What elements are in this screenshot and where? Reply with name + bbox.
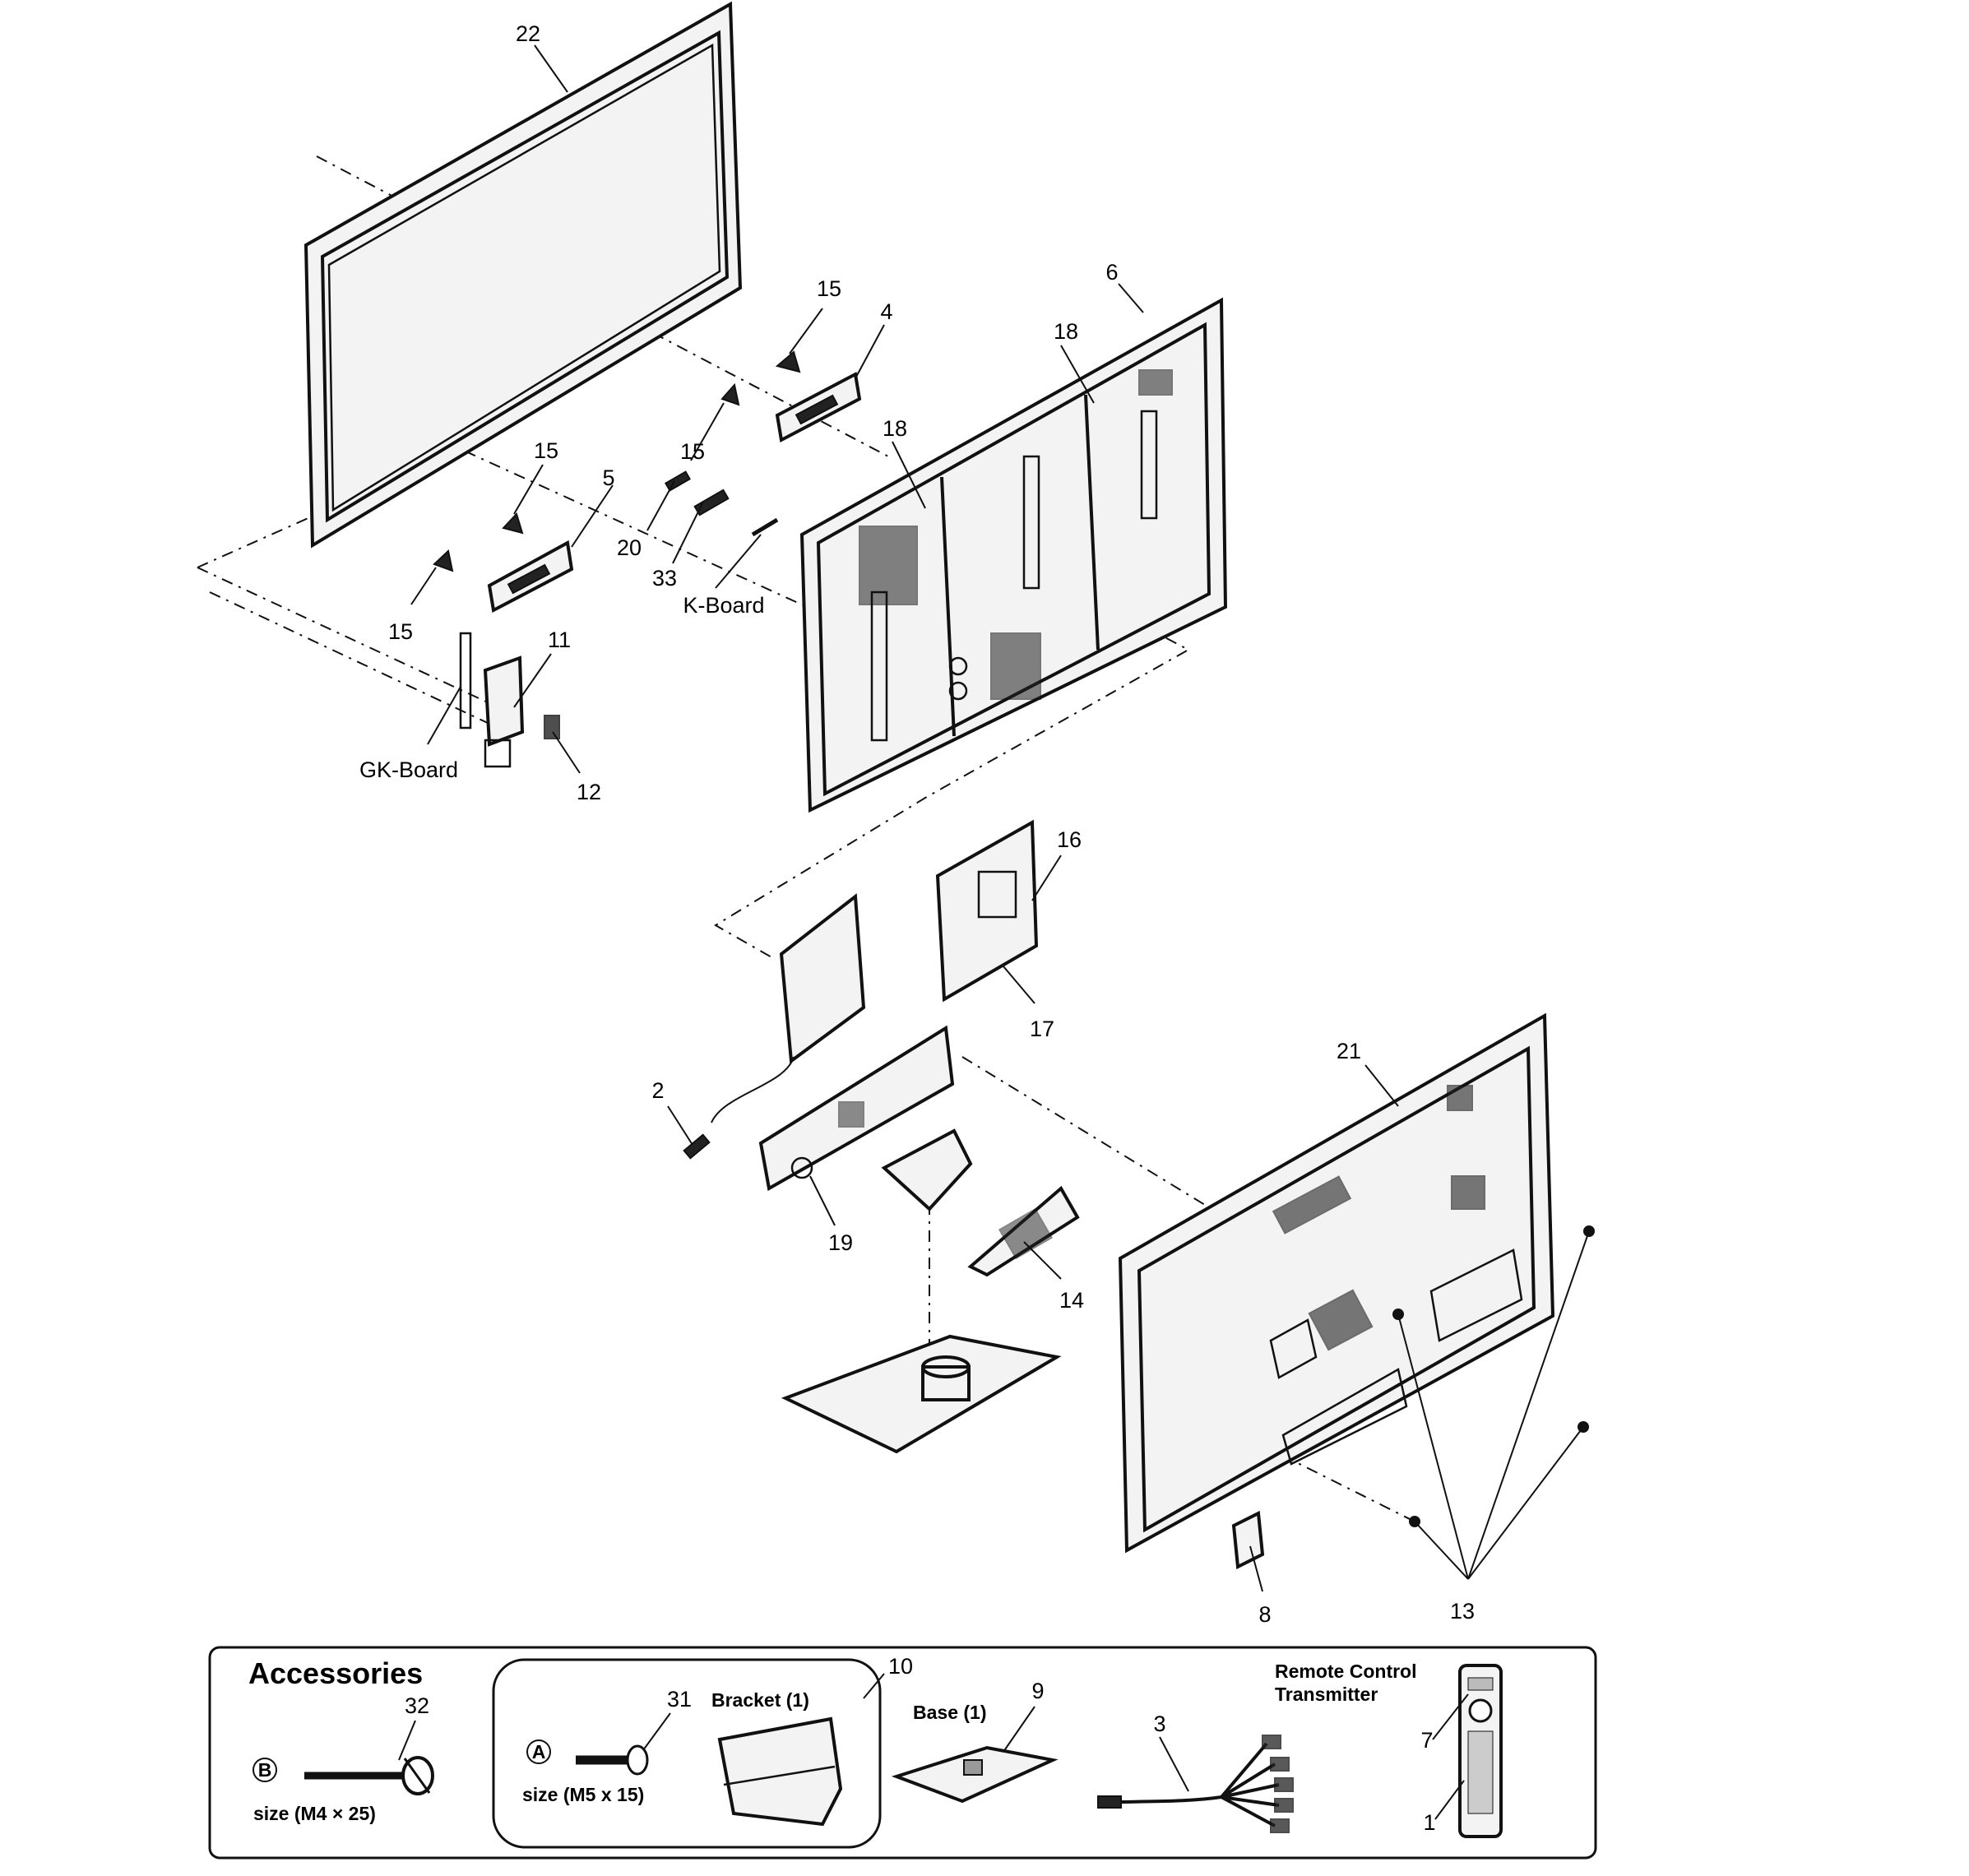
stand-neck (881, 1128, 973, 1211)
callout-7: 7 (1420, 1728, 1433, 1753)
k-board-label: K-Board (683, 593, 764, 618)
gk-board-11 (459, 632, 560, 768)
stand-cover-14 (967, 1185, 1080, 1277)
power-board-cover (711, 893, 866, 1123)
front-bezel-22 (303, 1, 743, 549)
rear-cover-21 (1118, 1012, 1555, 1554)
size-a-label: size (M5 x 15) (522, 1784, 644, 1805)
callout-12: 12 (577, 780, 601, 804)
callout-14: 14 (1059, 1288, 1084, 1313)
callout-1: 1 (1423, 1810, 1435, 1835)
callout-13: 13 (1450, 1599, 1475, 1624)
marker-b: B (258, 1759, 272, 1781)
accessories-title: Accessories (248, 1656, 423, 1690)
callout-33: 33 (652, 566, 677, 591)
av-cable-3 (1097, 1735, 1294, 1833)
marker-a: A (532, 1741, 546, 1763)
bracket-label: Bracket (1) (711, 1689, 809, 1711)
size-b-label: size (M4 × 25) (253, 1803, 376, 1824)
callout-17: 17 (1030, 1017, 1054, 1041)
callout-labels: 22 15 4 6 18 18 15 15 5 20 33 K-Board 15… (359, 21, 1475, 1627)
callout-10: 10 (888, 1654, 913, 1679)
callout-6: 6 (1105, 260, 1118, 285)
remote-label-line2: Transmitter (1275, 1684, 1378, 1705)
callout-15: 15 (680, 439, 705, 464)
callout-21: 21 (1337, 1039, 1361, 1063)
screw-32 (304, 1756, 434, 1795)
callout-8: 8 (1258, 1602, 1271, 1627)
leader-lines (410, 44, 1590, 1592)
power-cord-2 (683, 1133, 711, 1160)
bracket-16-17 (935, 819, 1039, 1003)
callout-20: 20 (617, 535, 642, 560)
speaker-bracket-4 (775, 371, 862, 443)
rear-chassis-6 (799, 297, 1228, 813)
callout-11: 11 (548, 628, 571, 652)
callout-2: 2 (651, 1078, 664, 1103)
callout-9: 9 (1031, 1679, 1044, 1703)
remote-control (1458, 1664, 1503, 1838)
callout-22: 22 (516, 21, 540, 46)
stand-base (781, 1334, 1062, 1454)
remote-label-line1: Remote Control (1275, 1661, 1417, 1682)
parts-20-33-kboard (665, 470, 779, 537)
screw-31 (576, 1744, 649, 1776)
gk-board-label: GK-Board (359, 757, 458, 782)
base-9 (891, 1745, 1059, 1804)
callout-18: 18 (883, 416, 907, 441)
callout-3: 3 (1153, 1712, 1165, 1736)
callout-19: 19 (828, 1230, 853, 1255)
speaker-bracket-5 (487, 540, 574, 614)
accessories-panel: Accessories B 32 size (M4 × 25) A 31 siz… (208, 1646, 1597, 1860)
cushions-15 (433, 350, 801, 572)
part-8 (1231, 1510, 1265, 1570)
base-label: Base (1) (913, 1702, 986, 1723)
callout-5: 5 (602, 466, 614, 490)
callout-31: 31 (667, 1687, 692, 1712)
terminal-board-19 (758, 1025, 955, 1192)
callout-15: 15 (817, 276, 841, 301)
bracket-10 (717, 1716, 843, 1827)
callout-32: 32 (405, 1693, 429, 1718)
callout-15: 15 (534, 438, 558, 463)
callout-4: 4 (880, 299, 892, 324)
callout-16: 16 (1057, 827, 1082, 852)
callout-15: 15 (388, 619, 413, 644)
callout-18: 18 (1054, 319, 1078, 344)
